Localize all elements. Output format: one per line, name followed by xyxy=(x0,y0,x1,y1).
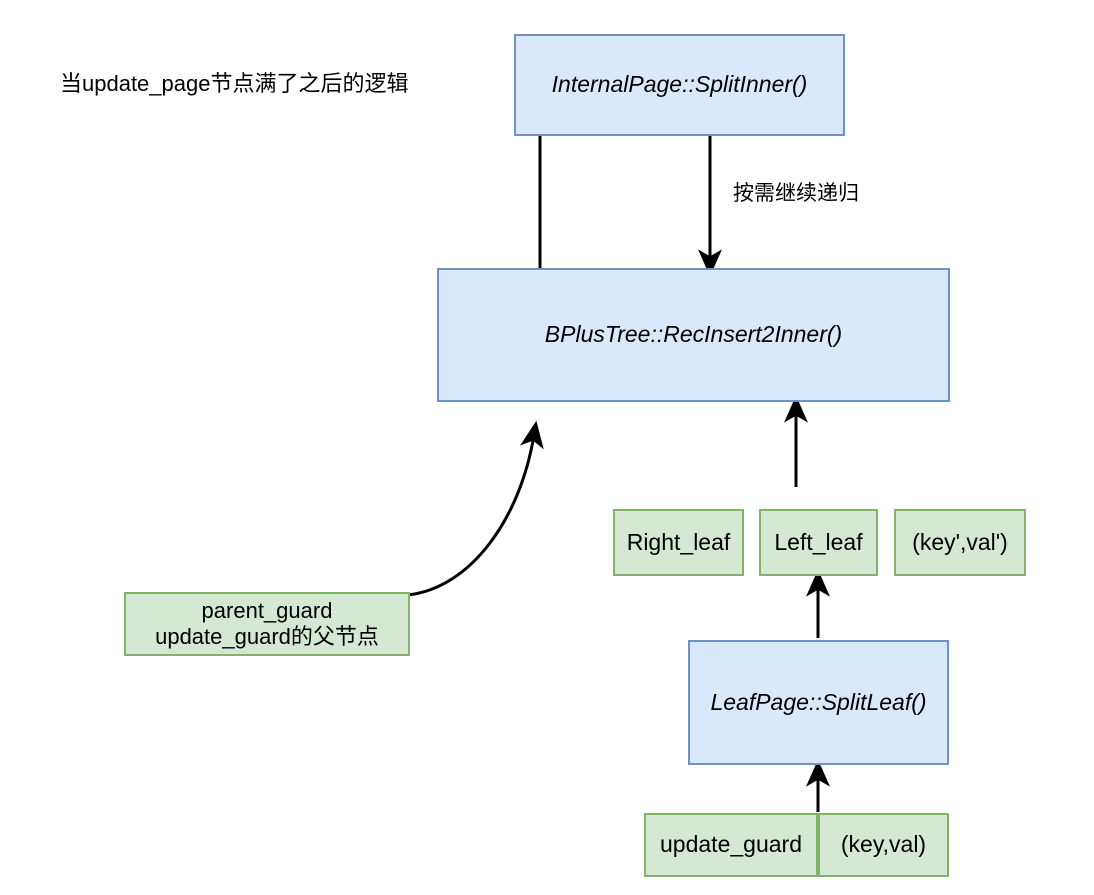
node-left-leaf-label: Left_leaf xyxy=(774,528,863,555)
node-right-leaf-label: Right_leaf xyxy=(626,528,731,555)
node-key-val[interactable]: (key,val) xyxy=(818,813,949,877)
node-bplustree-recinsert2inner[interactable]: BPlusTree::RecInsert2Inner() xyxy=(437,268,950,402)
node-update-guard-label: update_guard xyxy=(660,831,802,858)
node-key-val-label: (key,val) xyxy=(840,831,927,858)
edge-label-recurse-as-needed: 按需继续递归 xyxy=(733,182,859,205)
node-internalpage-splitinner-label: InternalPage::SplitInner() xyxy=(551,71,808,98)
node-update-guard[interactable]: update_guard xyxy=(644,813,818,877)
diagram-note-label: 当update_page节点满了之后的逻辑 xyxy=(60,71,409,96)
node-key-val-prime[interactable]: (key',val') xyxy=(894,509,1026,576)
node-parent-guard-label: parent_guard update_guard的父节点 xyxy=(155,597,379,649)
node-bplustree-recinsert2inner-label: BPlusTree::RecInsert2Inner() xyxy=(544,321,843,348)
node-parent-guard[interactable]: parent_guard update_guard的父节点 xyxy=(124,592,410,656)
node-internalpage-splitinner[interactable]: InternalPage::SplitInner() xyxy=(514,34,845,136)
node-leafpage-splitleaf-label: LeafPage::SplitLeaf() xyxy=(710,688,927,715)
node-right-leaf[interactable]: Right_leaf xyxy=(613,509,744,576)
node-key-val-prime-label: (key',val') xyxy=(912,528,1008,555)
node-left-leaf[interactable]: Left_leaf xyxy=(759,509,878,576)
node-leafpage-splitleaf[interactable]: LeafPage::SplitLeaf() xyxy=(688,640,949,765)
edge-parentguard-to-recinsert-curve xyxy=(407,420,544,597)
